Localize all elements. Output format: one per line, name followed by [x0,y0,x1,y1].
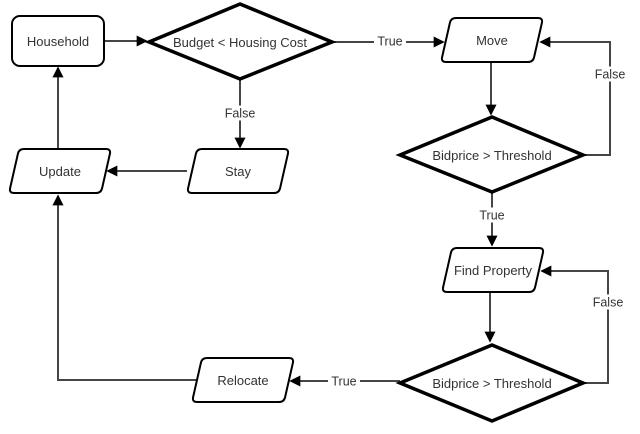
relocate-label: Relocate [217,373,268,388]
bidprice-decision-upper-shape [395,115,588,194]
household-shape [11,15,105,67]
update-label: Update [39,164,81,179]
node-bidprice-decision-lower: Bidprice > Threshold [395,343,588,423]
node-update: Update [8,148,112,194]
edge-label-bidprice-upper-false: False [591,66,629,82]
edge-label-bg [476,207,508,223]
node-household: Household [11,15,105,67]
bidprice-decision-upper-label: Bidprice > Threshold [432,148,551,163]
edge-label-bg [328,373,360,389]
edge-relocate-to-update [52,194,197,381]
node-find-property: Find Property [441,247,545,293]
edge-label-text: False [593,296,624,310]
edge-label-text: True [377,35,402,49]
edge-label-budget-false: False [221,105,259,121]
edge-label-text: False [225,107,256,121]
stay-label: Stay [225,164,252,179]
edge-label-bidprice-lower-true: True [328,373,360,389]
move-label: Move [476,33,508,48]
edge-label-text: False [595,68,626,82]
nodes: Household Budget < Housing Cost Move Bid… [8,2,588,423]
edge-label-bg [589,294,627,310]
edge-label-bg [374,33,406,49]
node-bidprice-decision-upper: Bidprice > Threshold [395,115,588,194]
bidprice-decision-lower-label: Bidprice > Threshold [432,376,551,391]
node-budget-decision: Budget < Housing Cost [144,2,337,81]
edges [52,35,611,387]
household-label: Household [27,34,89,49]
edge-label-bg [591,66,629,82]
edge-label-bidprice-upper-true: True [476,207,508,223]
edge-bidprice-lower-false-to-find-property [540,265,609,384]
edge-label-text: True [331,375,356,389]
node-stay: Stay [186,148,290,194]
edge-label-text: True [479,209,504,223]
node-relocate: Relocate [191,357,295,403]
edge-labels: True False False True False True [221,33,629,389]
edge-label-bidprice-lower-false: False [589,294,627,310]
bidprice-decision-lower-shape [395,343,588,423]
node-move: Move [440,17,544,63]
edge-label-bg [221,105,259,121]
budget-decision-label: Budget < Housing Cost [173,35,307,50]
edge-bidprice-upper-false-to-move [539,36,611,156]
edge-label-budget-true: True [374,33,406,49]
find-property-label: Find Property [454,263,533,278]
budget-decision-shape [144,2,337,81]
